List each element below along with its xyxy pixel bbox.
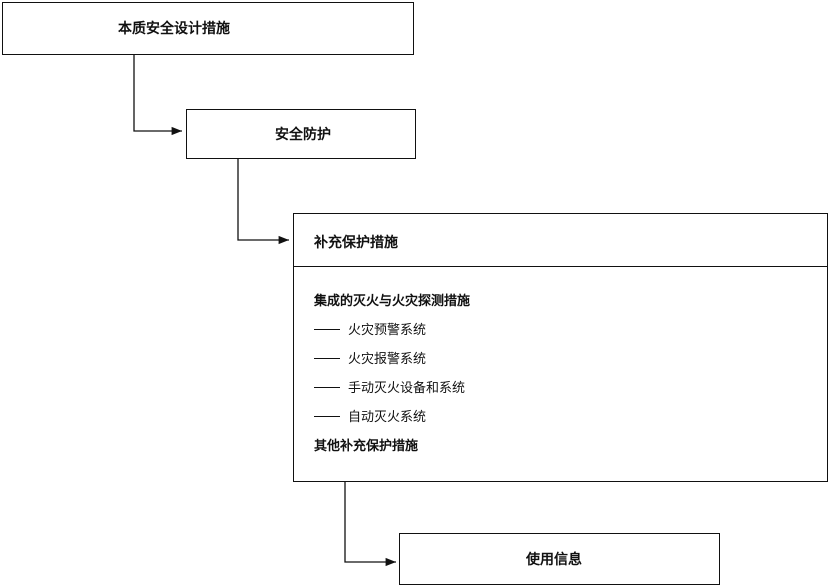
- dash-marker: [314, 387, 340, 388]
- list-item: 自动灭火系统: [314, 406, 426, 425]
- list-item: 火灾报警系统: [314, 348, 426, 367]
- intrinsic-safety-box: 本质安全设计措施: [2, 2, 414, 55]
- box-divider: [294, 266, 827, 267]
- fire-measures-heading: 集成的灭火与火灾探测措施: [314, 294, 471, 309]
- dash-marker: [314, 416, 340, 417]
- safeguarding-box: 安全防护: [186, 109, 416, 159]
- other-measures-label: 其他补充保护措施: [314, 439, 419, 454]
- list-item: 火灾预警系统: [314, 319, 426, 338]
- complementary-measures-title: 补充保护措施: [314, 235, 398, 251]
- arrow-complementary-to-info: [344, 482, 396, 567]
- information-for-use-label: 使用信息: [526, 552, 582, 568]
- complementary-measures-box: 补充保护措施 集成的灭火与火灾探测措施 火灾预警系统 火灾报警系统 手动灭火设备…: [293, 213, 828, 482]
- dash-marker: [314, 358, 340, 359]
- list-item: 手动灭火设备和系统: [314, 377, 465, 396]
- arrow-safeguarding-to-complementary: [237, 159, 289, 245]
- list-item-label: 火灾预警系统: [348, 323, 427, 338]
- information-for-use-box: 使用信息: [399, 533, 720, 585]
- intrinsic-safety-label: 本质安全设计措施: [118, 21, 230, 37]
- list-item-label: 手动灭火设备和系统: [348, 381, 466, 396]
- arrow-intrinsic-to-safeguarding: [133, 55, 182, 136]
- list-item-label: 火灾报警系统: [348, 352, 427, 367]
- dash-marker: [314, 329, 340, 330]
- safeguarding-label: 安全防护: [275, 127, 331, 143]
- list-item-label: 自动灭火系统: [348, 410, 427, 425]
